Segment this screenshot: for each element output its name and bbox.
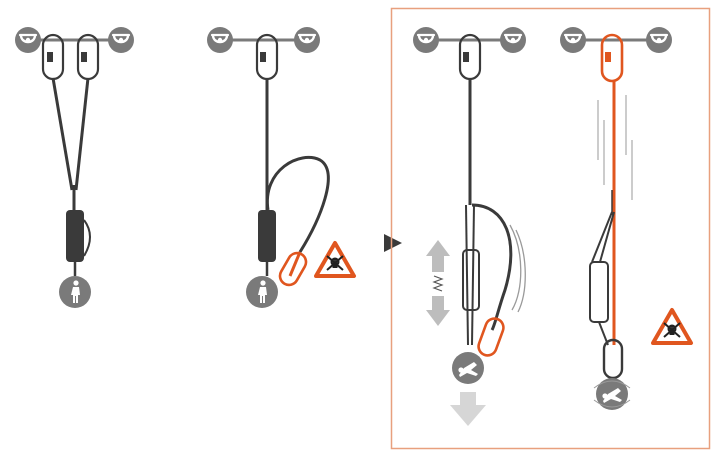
panel-3 — [411, 25, 528, 426]
danger-skull-icon — [651, 308, 693, 345]
down-arrow-icon — [450, 392, 486, 426]
anchor-bolt-icon — [292, 25, 322, 55]
anchor-bolt-icon — [411, 25, 441, 55]
carabiner-icon — [600, 33, 624, 83]
anchor-bolt-icon — [205, 25, 235, 55]
danger-skull-icon — [314, 241, 356, 278]
lanyard-arm-misclipped — [288, 251, 302, 277]
person-falling-icon — [452, 352, 484, 384]
energy-absorber — [462, 249, 480, 311]
energy-absorber — [258, 210, 276, 262]
person-standing-icon — [246, 276, 278, 308]
lanyard-arm — [51, 77, 74, 191]
stretch-arrow-icon — [426, 240, 450, 326]
panel-1 — [13, 25, 136, 308]
play-arrow-icon — [384, 234, 402, 252]
anchor-bolt-icon — [644, 25, 674, 55]
person-standing-icon — [59, 276, 91, 308]
carabiner-icon — [602, 338, 624, 380]
energy-absorber — [66, 210, 84, 262]
highlight-frame — [390, 7, 711, 450]
anchor-bolt-icon — [106, 25, 136, 55]
anchor-bolt-icon — [498, 25, 528, 55]
anchor-bolt-icon — [13, 25, 43, 55]
carabiner-icon — [278, 251, 308, 287]
lanyard-arm — [74, 77, 90, 191]
energy-absorber — [589, 261, 609, 323]
panel-4 — [558, 25, 693, 410]
panel-2 — [205, 25, 356, 308]
person-falling-icon — [596, 378, 628, 410]
carabiner-icon — [477, 317, 505, 357]
anchor-bolt-icon — [558, 25, 588, 55]
